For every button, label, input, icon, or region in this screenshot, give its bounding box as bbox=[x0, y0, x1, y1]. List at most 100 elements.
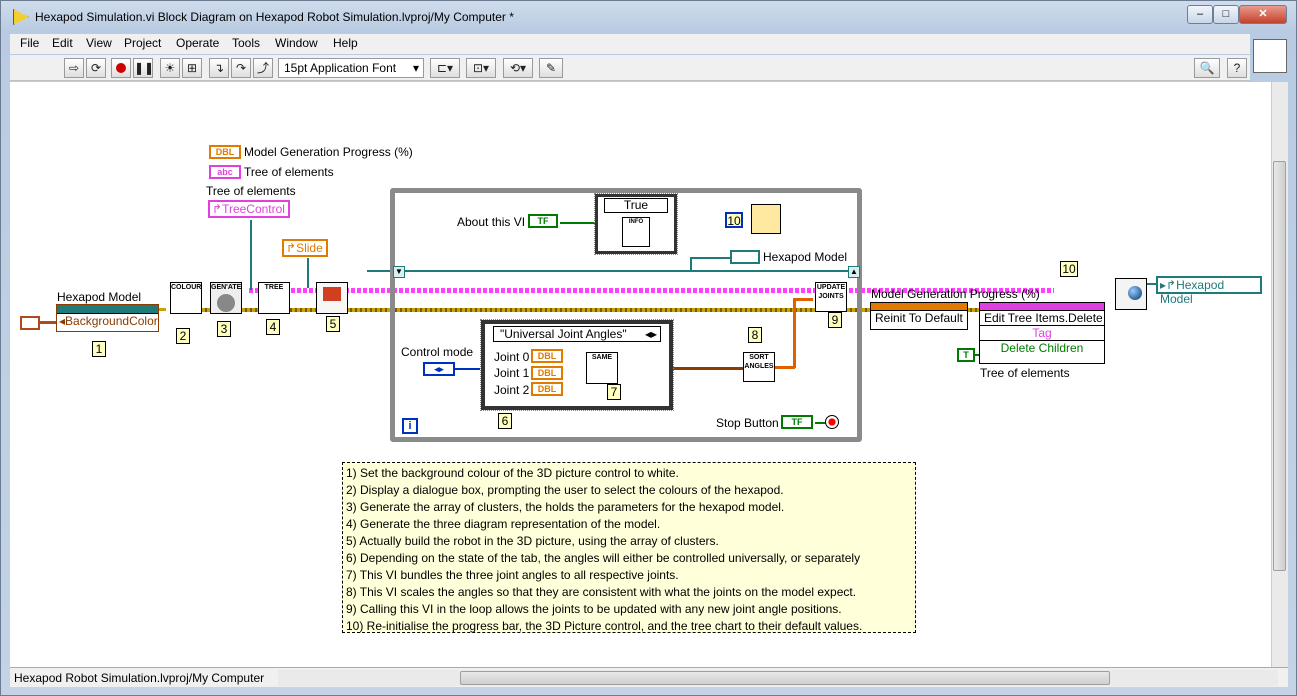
highlight-execution-icon[interactable]: ☀ bbox=[160, 58, 180, 78]
joint-1-terminal[interactable]: DBL bbox=[531, 366, 563, 380]
bg-prop-text: BackgroundColor bbox=[65, 314, 158, 328]
stop-button-terminal[interactable]: TF bbox=[781, 415, 813, 429]
menu-tools[interactable]: Tools bbox=[232, 36, 261, 50]
sort-angles-subvi[interactable]: SORT ANGLES bbox=[743, 352, 775, 382]
step-out-icon[interactable]: ⤴ bbox=[253, 58, 273, 78]
maximize-button[interactable]: □ bbox=[1213, 5, 1239, 24]
while-loop[interactable] bbox=[390, 188, 862, 442]
3d-scene-subvi[interactable] bbox=[1115, 278, 1147, 310]
joint-1-dbl: DBL bbox=[537, 368, 557, 378]
wait-timer-icon[interactable] bbox=[751, 204, 781, 234]
run-arrow-icon[interactable]: ⇨ bbox=[64, 58, 84, 78]
run-continuously-icon[interactable]: ⟳ bbox=[86, 58, 106, 78]
joint-2-terminal[interactable]: DBL bbox=[531, 382, 563, 396]
true-constant[interactable]: T bbox=[957, 348, 975, 362]
tree-invoke-label: Tree of elements bbox=[980, 366, 1070, 380]
font-select[interactable]: 15pt Application Font▾ bbox=[278, 58, 424, 78]
step-number-7: 7 bbox=[607, 384, 621, 400]
picture-refnum-icon[interactable] bbox=[20, 316, 40, 330]
step-number-8: 8 bbox=[748, 327, 762, 343]
joint-0-dbl: DBL bbox=[537, 351, 557, 361]
project-context[interactable]: Hexapod Robot Simulation.lvproj/My Compu… bbox=[14, 671, 265, 685]
comment-line: 7) This VI bundles the three joint angle… bbox=[346, 568, 679, 582]
comment-line: 8) This VI scales the angles so that the… bbox=[346, 585, 857, 599]
search-icon[interactable]: 🔍 bbox=[1194, 58, 1220, 78]
update-joints-subvi[interactable]: UPDATE JOINTS bbox=[815, 282, 847, 312]
menu-window[interactable]: Window bbox=[275, 36, 318, 50]
dbl-indicator-terminal[interactable]: DBL bbox=[209, 145, 241, 159]
toolbar: ⇨ ⟳ ❚❚ ☀ ⊞ ↴ ↷ ⤴ 15pt Application Font▾ … bbox=[10, 55, 1250, 81]
tree-control-ref[interactable]: ↱TreeControl bbox=[208, 200, 290, 218]
case-selector-true[interactable]: True bbox=[604, 198, 668, 213]
case-selector-arrows-icon: ◂▸ bbox=[644, 327, 657, 341]
slide-ref-text: Slide bbox=[296, 241, 323, 255]
menu-edit[interactable]: Edit bbox=[52, 36, 73, 50]
control-mode-terminal[interactable]: ◂▸ bbox=[423, 362, 455, 376]
slide-ref[interactable]: ↱Slide bbox=[282, 239, 328, 257]
comment-line: 2) Display a dialogue box, prompting the… bbox=[346, 483, 784, 497]
loop-stop-condition-icon bbox=[825, 415, 839, 429]
build-robot-subvi[interactable] bbox=[316, 282, 348, 314]
bool-wire bbox=[560, 222, 600, 224]
vi-icon[interactable] bbox=[1253, 39, 1287, 73]
tree-indicator-label: Tree of elements bbox=[244, 165, 334, 179]
vertical-scroll-thumb[interactable] bbox=[1273, 161, 1286, 571]
distribute-objects-icon[interactable]: ⊡▾ bbox=[466, 58, 496, 78]
stop-tf-label: TF bbox=[791, 417, 803, 427]
reinit-invoke-node[interactable]: Reinit To Default bbox=[870, 302, 968, 330]
joint-case-structure[interactable]: "Universal Joint Angles" ◂▸ bbox=[480, 319, 674, 411]
string-indicator-terminal[interactable]: abc bbox=[209, 165, 241, 179]
abc-label: abc bbox=[217, 167, 233, 177]
menu-view[interactable]: View bbox=[86, 36, 112, 50]
case-selector-universal[interactable]: "Universal Joint Angles" ◂▸ bbox=[493, 326, 661, 342]
case-universal-text: "Universal Joint Angles" bbox=[500, 327, 627, 341]
clean-up-diagram-icon[interactable]: ✎ bbox=[539, 58, 563, 78]
joint-0-terminal[interactable]: DBL bbox=[531, 349, 563, 363]
comment-line: 10) Re-initialise the progress bar, the … bbox=[346, 619, 863, 633]
close-button[interactable]: ✕ bbox=[1239, 5, 1287, 24]
robot-block-icon bbox=[323, 287, 341, 301]
dbl-label: DBL bbox=[215, 147, 235, 157]
menu-help[interactable]: Help bbox=[333, 36, 358, 50]
hexapod-indicator-terminal[interactable] bbox=[730, 250, 760, 264]
align-objects-icon[interactable]: ⊏▾ bbox=[430, 58, 460, 78]
reorder-icon[interactable]: ⟲▾ bbox=[503, 58, 533, 78]
gear-icon bbox=[217, 294, 235, 312]
menu-operate[interactable]: Operate bbox=[176, 36, 220, 50]
abort-icon[interactable] bbox=[111, 58, 131, 78]
enum-wire bbox=[450, 368, 480, 370]
same-subvi[interactable]: SAME bbox=[586, 352, 618, 384]
about-vi-label: About this VI bbox=[457, 215, 526, 229]
hexapod-output-text: Hexapod Model bbox=[1160, 278, 1225, 306]
pause-icon[interactable]: ❚❚ bbox=[133, 58, 154, 78]
step-number-5: 5 bbox=[326, 316, 340, 332]
comment-line: 1) Set the background colour of the 3D p… bbox=[346, 466, 679, 480]
hexapod-out-wire bbox=[1145, 283, 1157, 285]
step-number-4: 4 bbox=[266, 319, 280, 335]
generate-subvi[interactable]: GEN'ATE bbox=[210, 282, 242, 314]
ref-wire-branch bbox=[690, 257, 692, 272]
info-subvi[interactable]: INFO bbox=[622, 217, 650, 247]
retain-wire-values-icon[interactable]: ⊞ bbox=[182, 58, 202, 78]
block-diagram[interactable]: DBL Model Generation Progress (%) abc Tr… bbox=[10, 82, 1271, 667]
help-icon[interactable]: ? bbox=[1227, 58, 1247, 78]
hexapod-model-output[interactable]: ▸↱Hexapod Model bbox=[1156, 276, 1262, 306]
cluster-wire bbox=[158, 308, 166, 311]
menu-file[interactable]: File bbox=[20, 36, 40, 50]
step-number-2: 2 bbox=[176, 328, 190, 344]
labview-app-icon bbox=[13, 9, 29, 25]
step-over-icon[interactable]: ↷ bbox=[231, 58, 251, 78]
minimize-button[interactable]: – bbox=[1187, 5, 1213, 24]
tree-subvi[interactable]: TREE bbox=[258, 282, 290, 314]
tree-invoke-node[interactable]: Edit Tree Items.Delete Tag Delete Childr… bbox=[979, 302, 1105, 364]
colour-subvi[interactable]: COLOUR bbox=[170, 282, 202, 314]
menu-project[interactable]: Project bbox=[124, 36, 162, 50]
background-color-property-node[interactable]: ◂BackgroundColor bbox=[56, 304, 159, 332]
info-subvi-label: INFO bbox=[628, 219, 644, 225]
horizontal-scroll-thumb[interactable] bbox=[460, 671, 1110, 685]
about-vi-terminal[interactable]: TF bbox=[528, 214, 558, 228]
about-case-structure[interactable]: True INFO bbox=[594, 193, 678, 255]
hexapod-model-label: Hexapod Model bbox=[57, 290, 142, 304]
step-into-icon[interactable]: ↴ bbox=[209, 58, 229, 78]
